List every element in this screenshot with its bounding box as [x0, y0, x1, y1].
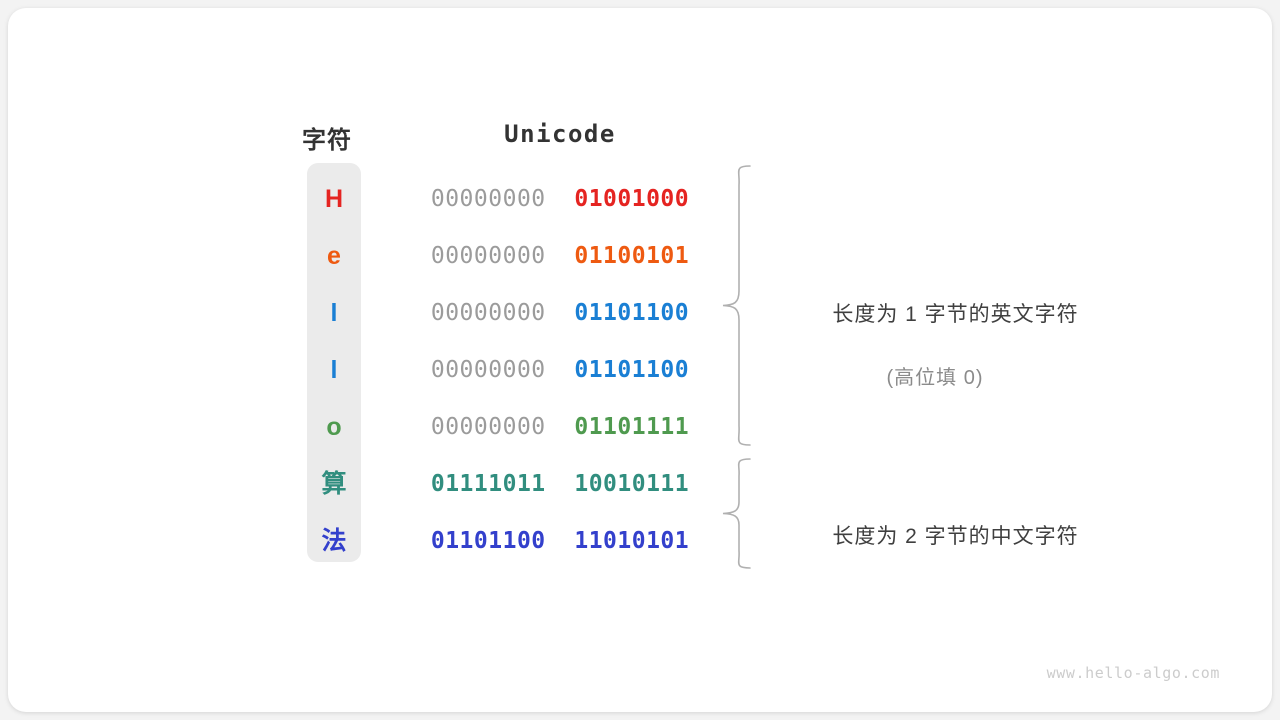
annotation-two-byte-main: 长度为 2 字节的中文字符: [832, 525, 1079, 548]
row-unicode-bits: 00000000 01101111: [408, 399, 712, 456]
annotation-one-byte: 长度为 1 字节的英文字符 (高位填 0): [770, 274, 1100, 438]
row-high-byte: 01111011: [430, 471, 546, 497]
row-character: l: [330, 356, 338, 384]
encoding-row: 算 01111011 10010111: [8, 456, 1272, 513]
row-low-byte: 10010111: [574, 471, 690, 497]
diagram-card: 字符 Unicode H 00000000 01001000 e 00000000 0…: [8, 8, 1272, 712]
row-high-byte: 00000000: [430, 186, 546, 212]
row-high-byte: 00000000: [430, 414, 546, 440]
encoding-row: o 00000000 01101111: [8, 399, 1272, 456]
row-low-byte: 01001000: [574, 186, 690, 212]
column-header-unicode: Unicode: [504, 120, 616, 148]
row-unicode-bits: 00000000 01100101: [408, 228, 712, 285]
encoding-row: H 00000000 01001000: [8, 171, 1272, 228]
row-unicode-bits: 01111011 10010111: [408, 456, 712, 513]
row-high-byte: 01101100: [430, 528, 546, 554]
encoding-row: e 00000000 01100101: [8, 228, 1272, 285]
row-unicode-bits: 01101100 11010101: [408, 513, 712, 570]
row-low-byte: 01101100: [574, 300, 690, 326]
row-unicode-bits: 00000000 01101100: [408, 342, 712, 399]
brace-two-byte-group: [722, 458, 751, 569]
row-character: H: [324, 185, 344, 213]
row-high-byte: 00000000: [430, 357, 546, 383]
encoding-row: l 00000000 01101100: [8, 342, 1272, 399]
encoding-row: l 00000000 01101100: [8, 285, 1272, 342]
annotation-two-byte: 长度为 2 字节的中文字符: [770, 496, 1100, 574]
watermark: www.hello-algo.com: [1046, 664, 1220, 682]
row-low-byte: 01100101: [574, 243, 690, 269]
row-low-byte: 01101111: [574, 414, 690, 440]
row-unicode-bits: 00000000 01001000: [408, 171, 712, 228]
row-unicode-bits: 00000000 01101100: [408, 285, 712, 342]
row-character: 法: [321, 527, 347, 555]
row-character: o: [326, 413, 342, 441]
annotation-one-byte-main: 长度为 1 字节的英文字符: [832, 303, 1079, 326]
row-high-byte: 00000000: [430, 243, 546, 269]
row-high-byte: 00000000: [430, 300, 546, 326]
row-low-byte: 01101100: [574, 357, 690, 383]
row-character: 算: [321, 470, 347, 498]
row-character: l: [330, 299, 338, 327]
encoding-row: 法 01101100 11010101: [8, 513, 1272, 570]
character-column-background: [307, 163, 361, 562]
column-header-character: 字符: [302, 127, 352, 154]
row-low-byte: 11010101: [574, 528, 690, 554]
unicode-encoding-diagram: 字符 Unicode H 00000000 01001000 e 00000000 0…: [8, 8, 1272, 712]
row-character: e: [327, 242, 341, 270]
brace-one-byte-group: [722, 165, 751, 446]
annotation-one-byte-sub: (高位填 0): [886, 367, 984, 389]
